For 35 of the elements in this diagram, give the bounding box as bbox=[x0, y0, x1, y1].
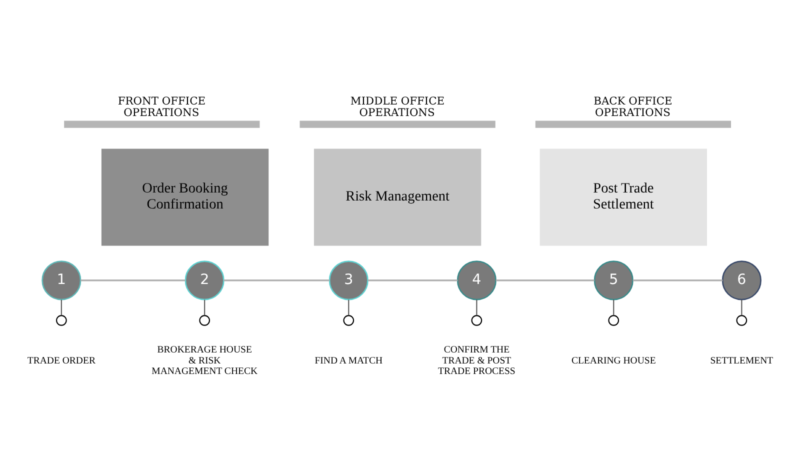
node-label: CLEARING HOUSE bbox=[571, 354, 656, 366]
node-circle bbox=[199, 314, 210, 326]
node-circle: 4 bbox=[456, 260, 496, 300]
connector bbox=[368, 279, 458, 281]
connector bbox=[613, 299, 614, 315]
node-box: Post Trade Settlement bbox=[540, 148, 707, 246]
node-label: FIND A MATCH bbox=[314, 354, 383, 366]
node-label: BROKERAGE HOUSE & RISK MANAGEMENT CHECK bbox=[152, 344, 258, 377]
connector bbox=[348, 299, 350, 315]
label: BACK OFFICE OPERATIONS bbox=[594, 94, 672, 118]
node-circle bbox=[608, 314, 620, 326]
connector bbox=[632, 279, 723, 281]
node-circle bbox=[343, 314, 354, 326]
connector bbox=[60, 299, 62, 315]
label: FRONT OFFICE OPERATIONS bbox=[118, 94, 206, 118]
node-box: Risk Management bbox=[314, 148, 482, 246]
node-label: SETTLEMENT bbox=[710, 354, 774, 366]
node-label: TRADE ORDER bbox=[27, 354, 96, 366]
node-circle bbox=[56, 314, 67, 326]
node-label: CONFIRM THE TRADE & POST TRADE PROCESS bbox=[438, 344, 516, 377]
node-circle bbox=[736, 314, 748, 326]
connector bbox=[204, 299, 206, 315]
node-circle: 1 bbox=[42, 260, 82, 300]
node-box: Order Booking Confirmation bbox=[101, 148, 269, 246]
connector bbox=[496, 279, 594, 281]
connector bbox=[80, 279, 186, 281]
node-circle: 5 bbox=[594, 260, 634, 300]
node-circle bbox=[471, 314, 482, 326]
node-circle: 3 bbox=[328, 260, 368, 300]
label: MIDDLE OFFICE OPERATIONS bbox=[350, 94, 445, 118]
node-circle: 2 bbox=[184, 260, 224, 300]
node-circle: 6 bbox=[722, 260, 762, 300]
connector bbox=[224, 279, 330, 281]
connector bbox=[741, 299, 742, 315]
connector bbox=[476, 299, 478, 315]
